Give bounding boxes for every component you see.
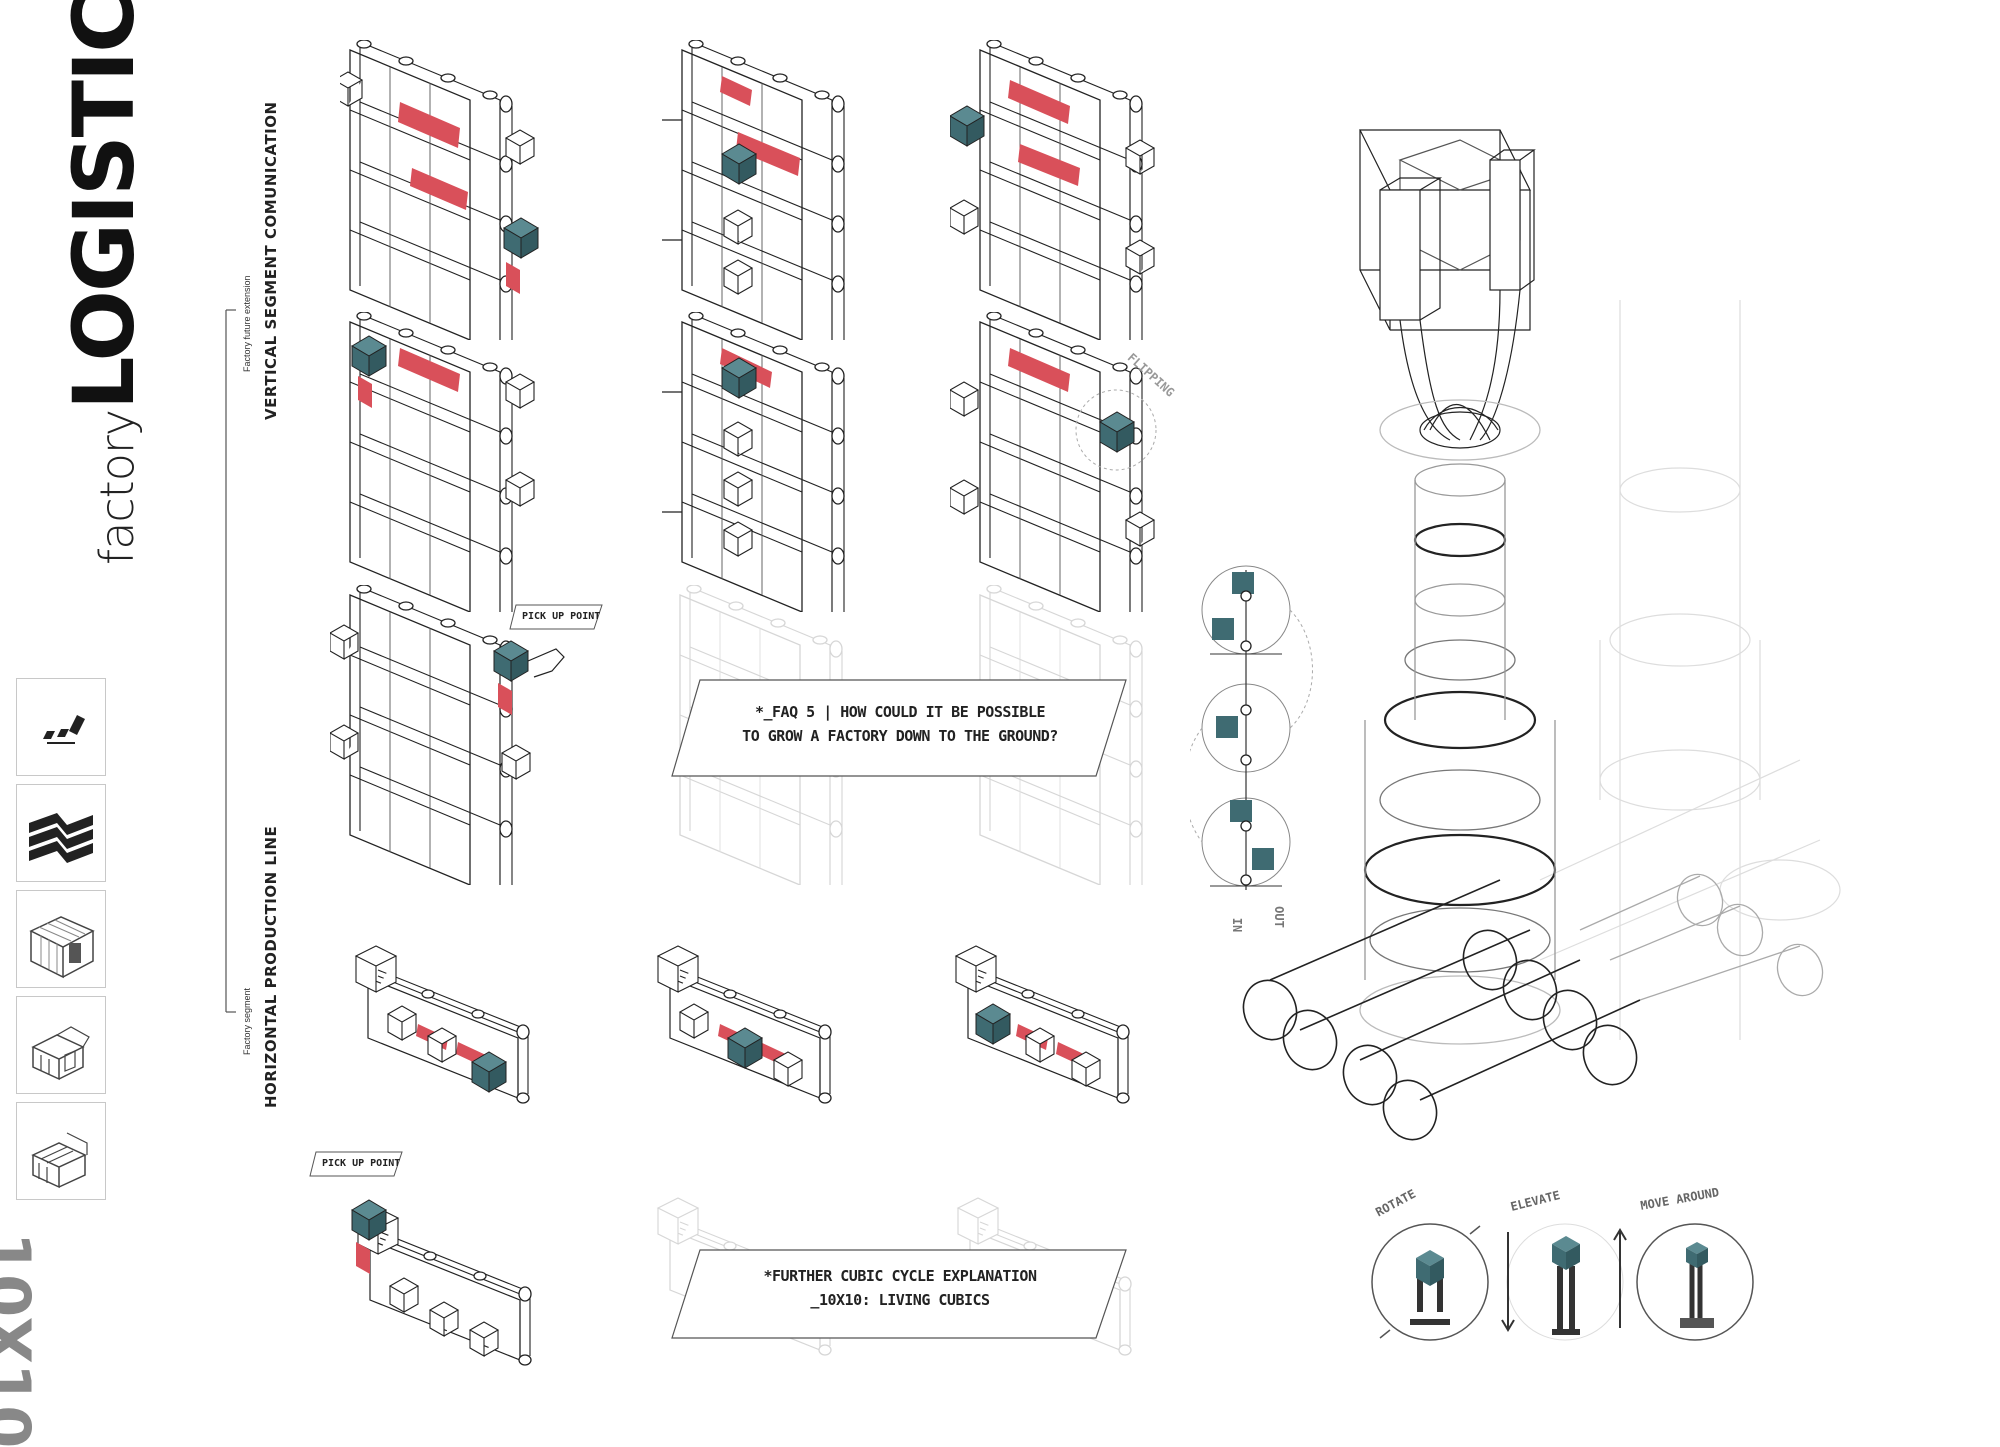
teal-cube xyxy=(493,640,529,682)
conveyor-path xyxy=(358,376,372,408)
conveyor-path xyxy=(356,1242,370,1274)
thumbnail-folded-block[interactable] xyxy=(16,996,106,1094)
rotate-icon xyxy=(1371,1223,1489,1341)
conveyor-path xyxy=(398,348,460,392)
faq-box-1 xyxy=(671,679,1127,777)
folded-block-icon xyxy=(31,1026,90,1081)
move-around-icon xyxy=(1636,1223,1754,1341)
faq-question-1: *_FAQ 5 | HOW COULD IT BE POSSIBLE TO GR… xyxy=(690,700,1110,748)
conveyor-path xyxy=(498,683,512,715)
faq-2-line-1: *FURTHER CUBIC CYCLE EXPLANATION xyxy=(763,1267,1037,1285)
conveyor-path xyxy=(1008,348,1070,392)
faq-box-2 xyxy=(671,1249,1127,1339)
section-bracket xyxy=(225,309,236,1013)
pickup-point-label-lower: PICK UP POINT xyxy=(322,1158,401,1169)
vertical-module-5 xyxy=(662,312,845,612)
faq-1-line-1: *_FAQ 5 | HOW COULD IT BE POSSIBLE xyxy=(754,703,1046,721)
teal-cube xyxy=(351,1199,387,1241)
faq-2-line-2: _10X10: LIVING CUBICS xyxy=(810,1291,990,1309)
faq-question-2: *FURTHER CUBIC CYCLE EXPLANATION _10X10:… xyxy=(690,1264,1110,1312)
horizontal-module-3 xyxy=(955,945,1130,1104)
grid-block-icon xyxy=(29,916,95,979)
pickup-callout-lower xyxy=(309,1151,403,1177)
vertical-module-1 xyxy=(340,40,539,340)
factory-tower-diagram xyxy=(1242,129,1841,1141)
conveyor-path xyxy=(720,76,752,106)
teal-cube xyxy=(1099,411,1135,453)
conveyor-path xyxy=(1008,80,1070,124)
stacked-chevrons-icon xyxy=(29,813,93,863)
conveyor-path xyxy=(1018,144,1080,186)
vertical-module-6 xyxy=(950,312,1157,612)
elevate-icon xyxy=(1501,1223,1627,1341)
thumbnail-grid-block[interactable] xyxy=(16,890,106,988)
vertical-module-3 xyxy=(950,40,1155,340)
faq-1-line-2: TO GROW A FACTORY DOWN TO THE GROUND? xyxy=(742,727,1058,745)
pickup-point-label-upper: PICK UP POINT xyxy=(522,611,601,622)
thumbnail-layered-block[interactable] xyxy=(16,1102,106,1200)
teal-cube xyxy=(950,105,985,147)
thumbnail-chevrons[interactable] xyxy=(16,784,106,882)
motion-icons xyxy=(1371,1223,1754,1341)
vertical-module-2 xyxy=(662,40,845,340)
vertical-module-4 xyxy=(349,312,535,612)
horizontal-module-2 xyxy=(657,945,832,1104)
horizontal-module-1 xyxy=(355,945,530,1104)
horizontal-module-4 xyxy=(351,1199,532,1366)
conveyor-path xyxy=(506,262,520,294)
flip-cycle-diagram xyxy=(1190,565,1313,890)
conveyor-path xyxy=(410,168,468,210)
pickup-callout-upper xyxy=(509,604,603,630)
conveyor-path xyxy=(736,132,800,176)
vertical-module-7 xyxy=(330,585,565,885)
thumbnail-arrows[interactable] xyxy=(16,678,106,776)
conveyor-path xyxy=(398,102,460,148)
layered-block-icon xyxy=(31,1132,88,1189)
arrows-icon xyxy=(43,715,85,744)
